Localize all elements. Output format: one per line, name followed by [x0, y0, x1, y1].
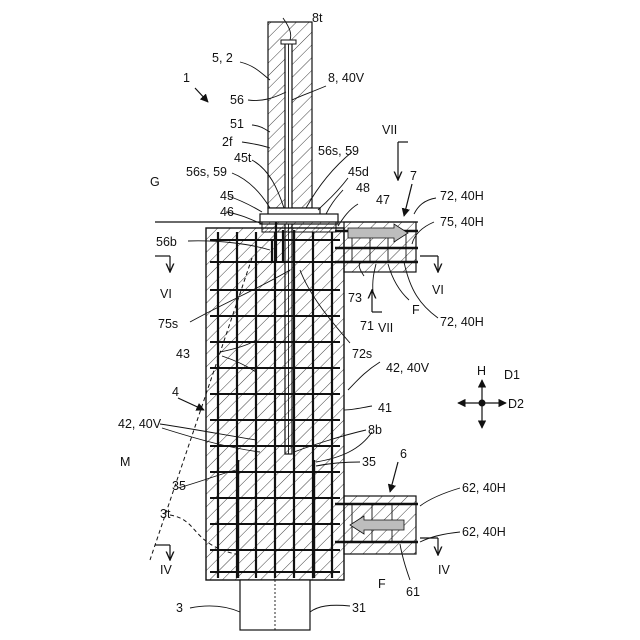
label-VII-bottom: VII: [378, 321, 393, 335]
label-1-arrow: [195, 88, 208, 102]
label-8b: 8b: [368, 423, 382, 437]
label-45t: 45t: [234, 151, 252, 165]
label-VII-top: VII: [382, 123, 397, 137]
label-62-40H-top: 62, 40H: [462, 481, 506, 495]
label-5-2: 5, 2: [212, 51, 233, 65]
label-48: 48: [356, 181, 370, 195]
label-8t: 8t: [312, 11, 323, 25]
label-75s: 75s: [158, 317, 178, 331]
label-2f: 2f: [222, 135, 233, 149]
label-G: G: [150, 175, 160, 189]
label-62-40H-bottom: 62, 40H: [462, 525, 506, 539]
direction-indicator: [458, 380, 506, 428]
section-marker-VI-right: [420, 256, 438, 272]
label-6-arrow: [390, 462, 398, 492]
label-35-left: 35: [172, 479, 186, 493]
label-43: 43: [176, 347, 190, 361]
label-6: 6: [400, 447, 407, 461]
label-46: 46: [220, 205, 234, 219]
label-71: 71: [360, 319, 374, 333]
label-4-arrow: [178, 398, 204, 410]
label-3: 3: [176, 601, 183, 615]
label-8-40V: 8, 40V: [328, 71, 365, 85]
label-42-40V-right: 42, 40V: [386, 361, 430, 375]
section-marker-IV-left: [155, 545, 170, 560]
section-marker-VI-left: [155, 256, 170, 272]
label-41: 41: [378, 401, 392, 415]
label-VI-right: VI: [432, 283, 444, 297]
label-D2: D2: [508, 397, 524, 411]
label-1: 1: [183, 71, 190, 85]
label-7-arrow: [404, 184, 412, 216]
section-marker-VII-top: [398, 142, 408, 180]
label-VI-left: VI: [160, 287, 172, 301]
label-H: H: [477, 364, 486, 378]
label-4: 4: [172, 385, 179, 399]
label-31: 31: [352, 601, 366, 615]
label-7: 7: [410, 169, 417, 183]
label-35-right: 35: [362, 455, 376, 469]
label-M: M: [120, 455, 130, 469]
label-72-40H-bottom: 72, 40H: [440, 315, 484, 329]
section-marker-VII-bottom: [372, 290, 382, 312]
label-73: 73: [348, 291, 362, 305]
label-45: 45: [220, 189, 234, 203]
label-51: 51: [230, 117, 244, 131]
label-56s-59-left: 56s, 59: [186, 165, 227, 179]
label-3t: 3t: [160, 507, 171, 521]
label-F-top: F: [412, 303, 420, 317]
label-IV-right: IV: [438, 563, 450, 577]
label-56s-59-right: 56s, 59: [318, 144, 359, 158]
label-56b: 56b: [156, 235, 177, 249]
label-61: 61: [406, 585, 420, 599]
label-45d: 45d: [348, 165, 369, 179]
label-IV-left: IV: [160, 563, 172, 577]
label-56: 56: [230, 93, 244, 107]
label-D1: D1: [504, 368, 520, 382]
pile-3: [240, 580, 310, 630]
label-47: 47: [376, 193, 390, 207]
label-72s: 72s: [352, 347, 372, 361]
label-75-40H: 75, 40H: [440, 215, 484, 229]
label-72-40H-top: 72, 40H: [440, 189, 484, 203]
label-F-bottom: F: [378, 577, 386, 591]
label-42-40V-left: 42, 40V: [118, 417, 162, 431]
